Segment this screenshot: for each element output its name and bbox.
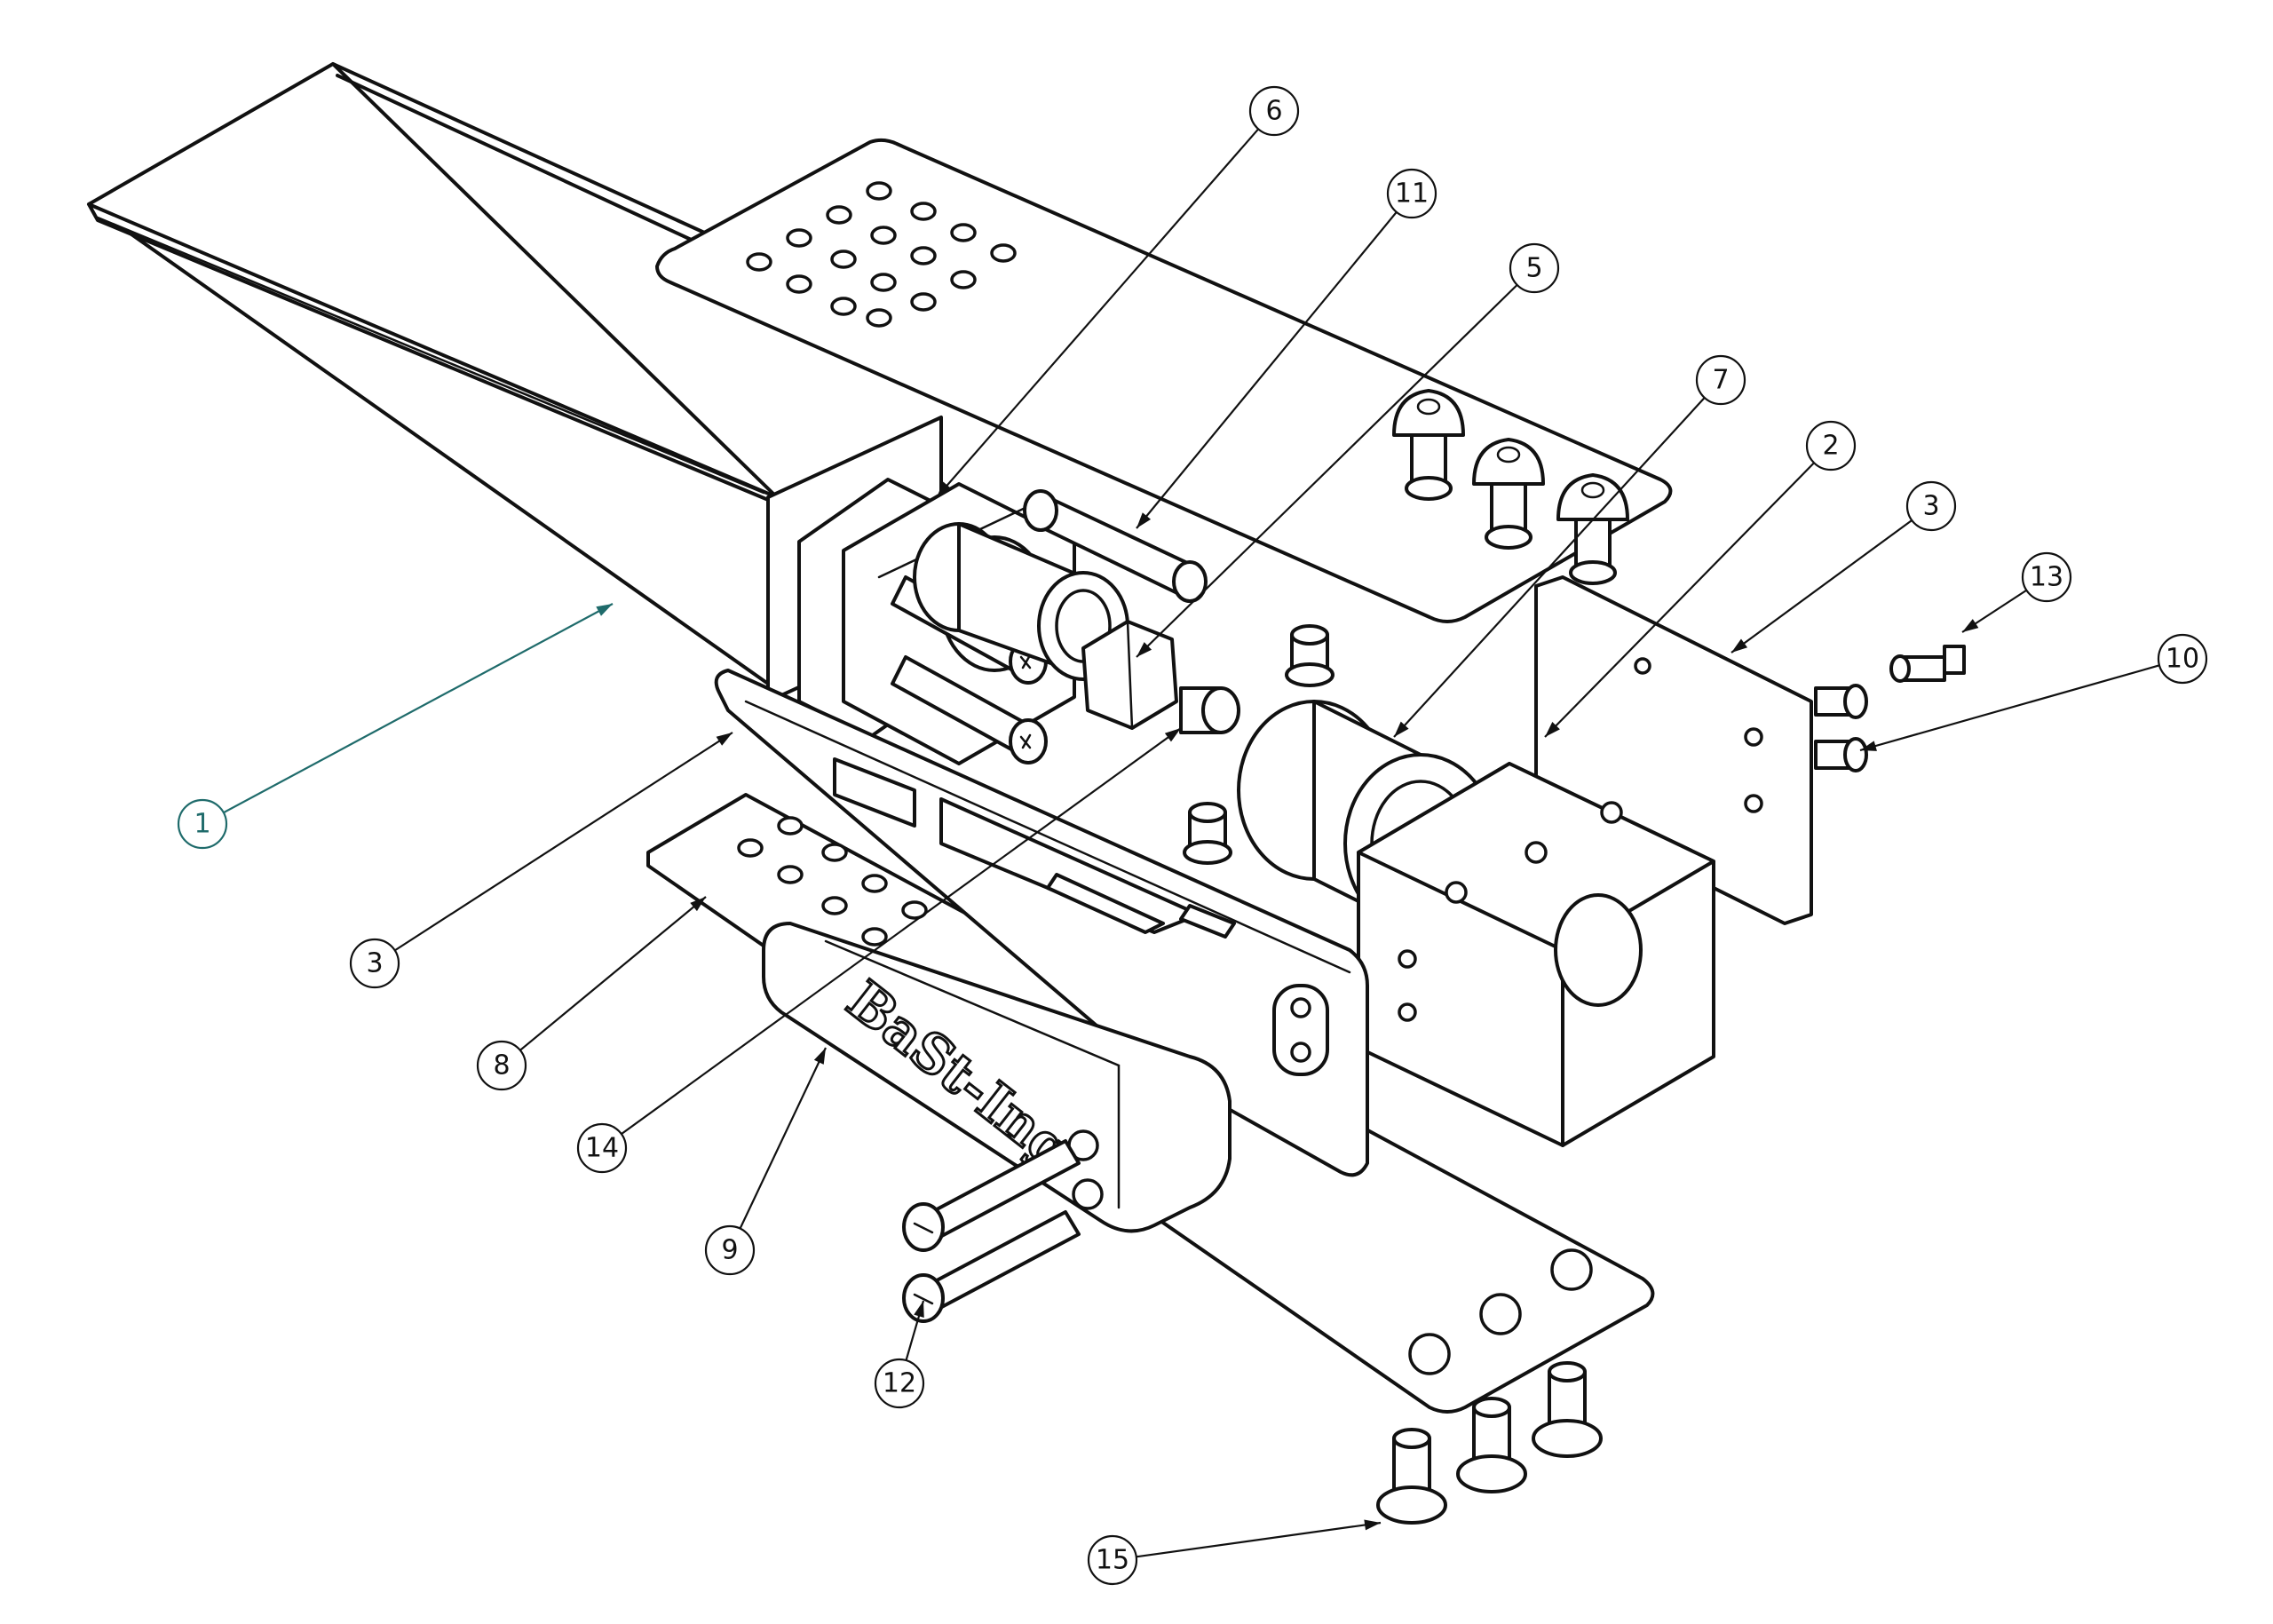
leader-arrow-b12 bbox=[914, 1301, 924, 1318]
callout-balloon-b10 bbox=[2157, 633, 2208, 685]
rear-small-pins bbox=[1814, 684, 1868, 772]
callout-label-b7: 7 bbox=[1712, 365, 1729, 396]
callout-label-b2: 2 bbox=[1822, 431, 1839, 462]
leader-arrow-b13 bbox=[1962, 619, 1979, 632]
leader-line-b14 bbox=[621, 727, 1182, 1136]
callout-balloon-b11 bbox=[1386, 168, 1437, 219]
leader-lines bbox=[223, 128, 2160, 1558]
leader-line-b10 bbox=[1859, 664, 2160, 752]
callout-balloon-b2 bbox=[1805, 420, 1857, 471]
small-pin-1 bbox=[1814, 684, 1868, 719]
callout-balloon-b14 bbox=[576, 1122, 628, 1174]
cap-screw-upper bbox=[1023, 489, 1208, 603]
callout-balloon-b8 bbox=[476, 1040, 527, 1091]
leader-arrow-b9 bbox=[813, 1048, 826, 1065]
leader-arrow-b2 bbox=[1545, 721, 1560, 737]
callout-balloon-b9 bbox=[704, 1224, 756, 1276]
socket-screw-upper bbox=[902, 1139, 1081, 1252]
handle-bolt-holes bbox=[1067, 1129, 1104, 1210]
callout-balloon-b7 bbox=[1695, 354, 1746, 406]
callout-label-b12: 12 bbox=[883, 1368, 916, 1399]
callout-balloon-b13 bbox=[2021, 551, 2072, 603]
lever-slot bbox=[1272, 984, 1329, 1076]
leader-arrow-b11 bbox=[1136, 512, 1152, 528]
leader-arrow-b10 bbox=[1860, 741, 1877, 751]
hex-nut bbox=[1081, 620, 1178, 730]
bottom-screw-3 bbox=[1532, 1361, 1603, 1458]
callout-label-b3b: 3 bbox=[366, 948, 383, 979]
pin-lower bbox=[1183, 802, 1232, 865]
leader-arrow-b3b bbox=[716, 733, 733, 746]
pedal-handle: BaSt-Ing bbox=[762, 922, 1232, 1233]
cap-screw-lower-2 bbox=[891, 655, 1048, 764]
top-plate-holes bbox=[746, 181, 1017, 328]
bottom-screw-2 bbox=[1456, 1397, 1527, 1493]
callout-label-b8: 8 bbox=[493, 1050, 510, 1081]
cube-block bbox=[1357, 762, 1715, 1147]
lever-side-plate bbox=[714, 669, 1369, 1177]
leader-arrow-b5 bbox=[1136, 642, 1152, 657]
leader-line-b3a bbox=[1730, 519, 1913, 654]
leader-line-b5 bbox=[1136, 284, 1518, 658]
callout-balloon-b1 bbox=[177, 798, 228, 850]
callout-label-b3a: 3 bbox=[1922, 491, 1939, 522]
pin-upper bbox=[1285, 624, 1334, 687]
leader-arrow-b8 bbox=[690, 897, 706, 912]
damper-cylinder bbox=[913, 522, 1240, 734]
leader-line-b11 bbox=[1136, 211, 1398, 529]
callout-label-b9: 9 bbox=[721, 1235, 738, 1266]
leader-arrow-b14 bbox=[1164, 728, 1181, 742]
wedge-arm bbox=[87, 62, 779, 685]
bottom-button-screws bbox=[1376, 1361, 1603, 1525]
bottom-plate-holes bbox=[737, 816, 928, 947]
button-screw-top-3 bbox=[1556, 473, 1629, 585]
damper-stub bbox=[1179, 686, 1240, 734]
leader-line-b1 bbox=[223, 603, 614, 814]
leader-arrow-b3a bbox=[1731, 638, 1748, 653]
callout-balloon-b12 bbox=[874, 1358, 925, 1409]
callout-balloon-b15 bbox=[1087, 1534, 1138, 1586]
leader-line-b15 bbox=[1136, 1521, 1382, 1558]
top-perforated-plate bbox=[655, 138, 1673, 623]
top-button-screws bbox=[1392, 389, 1629, 585]
bottom-screw-1 bbox=[1376, 1428, 1447, 1525]
leader-line-b8 bbox=[519, 896, 707, 1051]
leader-line-b7 bbox=[1393, 397, 1706, 738]
button-screw-top-2 bbox=[1472, 438, 1545, 550]
callout-label-b1: 1 bbox=[194, 809, 210, 840]
callout-label-b5: 5 bbox=[1525, 253, 1542, 284]
callout-balloon-b3a bbox=[1905, 480, 1957, 532]
small-pin-2 bbox=[1814, 737, 1868, 772]
callout-label-b11: 11 bbox=[1395, 178, 1429, 210]
callout-balloon-b3b bbox=[349, 938, 400, 989]
callout-balloon-b6 bbox=[1248, 85, 1300, 137]
callout-balloon-b5 bbox=[1509, 242, 1560, 294]
callout-label-b15: 15 bbox=[1096, 1545, 1129, 1576]
socket-head-screws bbox=[902, 1139, 1081, 1323]
rear-pins bbox=[1183, 624, 1334, 865]
button-screw-top-1 bbox=[1392, 389, 1465, 501]
leader-line-b3b bbox=[394, 732, 733, 952]
grease-nipple bbox=[1889, 645, 1966, 683]
leader-line-b2 bbox=[1544, 462, 1815, 738]
leader-arrow-b7 bbox=[1394, 721, 1409, 737]
callout-label-b10: 10 bbox=[2166, 644, 2199, 675]
socket-screw-lower bbox=[902, 1210, 1081, 1323]
callout-label-b13: 13 bbox=[2030, 562, 2063, 593]
leader-line-b9 bbox=[739, 1047, 827, 1230]
leader-arrow-b6 bbox=[937, 481, 952, 497]
callout-label-b14: 14 bbox=[585, 1133, 619, 1164]
leader-line-b6 bbox=[936, 128, 1260, 498]
leader-arrow-b1 bbox=[596, 604, 613, 616]
leader-arrow-b15 bbox=[1364, 1519, 1381, 1531]
callout-label-b6: 6 bbox=[1265, 96, 1282, 127]
